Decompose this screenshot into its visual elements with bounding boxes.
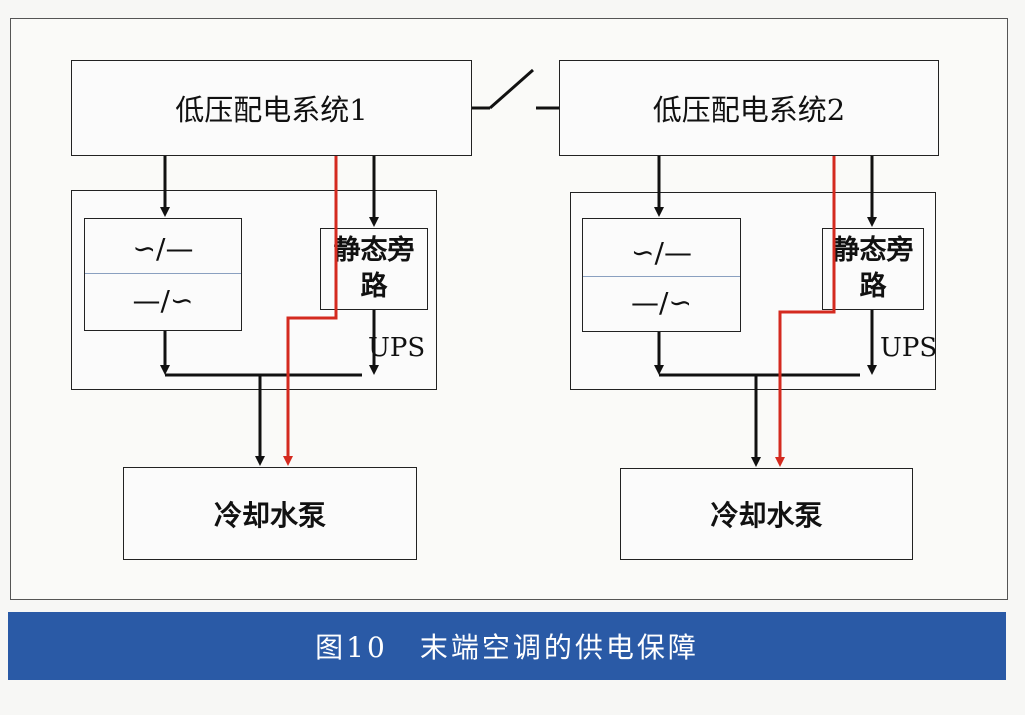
bypass-path-2 — [775, 156, 836, 467]
figure-title: 末端空调的供电保障 — [419, 631, 699, 664]
rectifier-symbol-2: ∽/— — [631, 235, 692, 269]
inverter-symbol-2: —/∽ — [631, 285, 692, 319]
cooling-pump-1 — [123, 467, 417, 560]
static-bypass-1 — [320, 228, 428, 310]
lv-distribution-system-2-label: 低压配电系统2 — [652, 93, 846, 127]
lv-distribution-system-2 — [559, 60, 939, 156]
static-bypass-2-label: 静态旁路 — [832, 235, 914, 302]
rectifier-symbol-1: ∽/— — [132, 231, 194, 265]
cooling-pump-2-label: 冷却水泵 — [710, 499, 823, 532]
converter-divider-2 — [583, 276, 740, 277]
converter-divider-1 — [85, 273, 241, 274]
main-path-1 — [160, 156, 379, 466]
main-path-2 — [654, 156, 877, 467]
rectifier-inverter-1 — [84, 218, 242, 331]
inverter-symbol-1: —/∽ — [132, 283, 194, 317]
static-bypass-1-label: 静态旁路 — [333, 235, 415, 302]
ups-2-label: UPS — [880, 333, 938, 363]
figure-number: 图10 — [315, 631, 388, 664]
rectifier-inverter-2 — [582, 218, 741, 332]
bypass-path-1 — [283, 156, 338, 466]
tie-switch — [472, 68, 559, 110]
figure-caption: 图10 末端空调的供电保障 — [8, 612, 1006, 680]
lv-distribution-system-1 — [71, 60, 472, 156]
lv-distribution-system-1-label: 低压配电系统1 — [175, 93, 368, 127]
ups-1-label: UPS — [368, 333, 426, 363]
cooling-pump-2 — [620, 468, 913, 560]
static-bypass-2 — [822, 228, 924, 310]
cooling-pump-1-label: 冷却水泵 — [213, 498, 326, 532]
